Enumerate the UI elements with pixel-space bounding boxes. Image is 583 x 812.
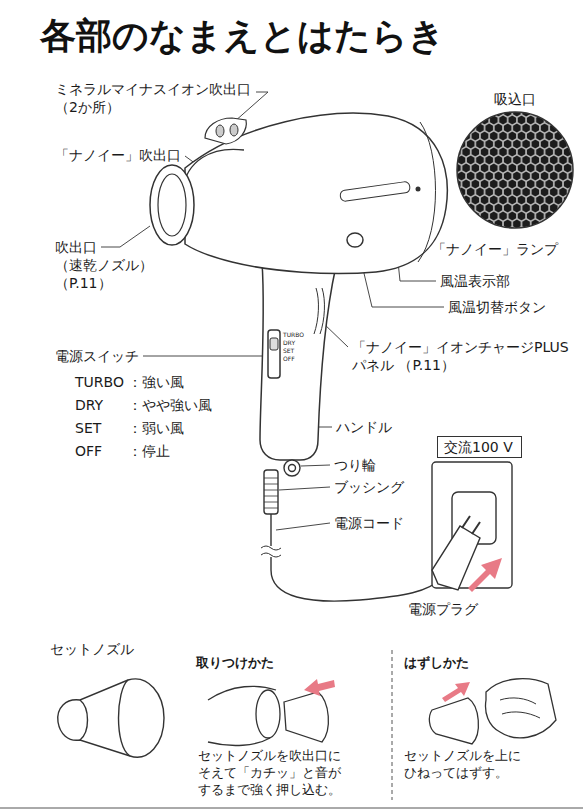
ring-bushing-cord (261, 460, 442, 601)
dryer-head (347, 233, 363, 247)
ring-bushing-cord (284, 460, 300, 476)
switch-description: ：やや強い風 (128, 396, 212, 414)
dryer-head (205, 118, 246, 144)
instruction-text: セットノズルを上に ひねってはずす。 (404, 748, 528, 782)
switch-setting: TURBO (75, 373, 124, 391)
set-nozzle-drawing (58, 679, 164, 757)
part-label: 電源コード (334, 514, 404, 532)
section-divider (392, 650, 393, 800)
ring-bushing-cord (271, 557, 442, 601)
remove-drawing (442, 682, 470, 702)
part-label: 電源プラグ (408, 600, 478, 618)
leader-lines (101, 226, 150, 247)
dryer-handle (260, 262, 336, 460)
dryer-head (185, 113, 447, 273)
set-nozzle-drawing (119, 680, 131, 756)
part-label: 風温表示部 (440, 272, 510, 290)
switch-description: ：強い風 (128, 373, 184, 391)
remove-drawing (429, 679, 556, 744)
remove-drawing (429, 698, 478, 744)
wall-outlet (432, 526, 480, 590)
part-label: ブッシング (334, 478, 404, 496)
dryer-handle (270, 338, 278, 350)
part-label: 「ナノイー」イオンチャージPLUS パネル （P.11） (352, 338, 576, 374)
switch-marking: DRY (283, 339, 295, 346)
dryer-head (230, 124, 238, 136)
dryer-handle (260, 262, 336, 460)
ring-bushing-cord (261, 553, 281, 557)
intake-grille (457, 112, 573, 228)
switch-setting: SET (75, 419, 101, 437)
dryer-head (150, 165, 194, 245)
part-label: 「ナノイー」ランプ (432, 240, 558, 258)
switch-description: ：停止 (128, 442, 170, 460)
dryer-head (216, 125, 224, 137)
dryer-handle (314, 288, 318, 334)
switch-setting: OFF (75, 442, 102, 460)
switch-marking: SET (283, 347, 294, 354)
section-heading: 取りつけかた (196, 655, 274, 672)
switch-setting: DRY (75, 396, 103, 414)
dryer-head (150, 113, 447, 273)
part-label: 電源スイッチ (55, 347, 139, 365)
part-label: 吸込口 (494, 90, 536, 108)
ring-bushing-cord (289, 465, 296, 472)
box-text: 交流100 V (444, 438, 515, 456)
page-title: 各部のなまえとはたらき (40, 14, 445, 57)
switch-description: ：弱い風 (128, 419, 184, 437)
dryer-head (340, 181, 411, 202)
leader-lines (279, 487, 330, 490)
insert-arrow (468, 558, 502, 592)
switch-marking: TURBO (283, 331, 304, 338)
part-label: 「ナノイー」吹出口 (55, 146, 181, 164)
leader-lines (276, 523, 330, 530)
section-heading: はずしかた (404, 655, 469, 672)
remove-drawing (500, 698, 540, 718)
dryer-handle (268, 330, 280, 378)
part-label: セットノズル (50, 640, 134, 658)
set-nozzle-drawing (80, 700, 88, 740)
voltage-box: 交流100 V (437, 436, 522, 458)
section-divider (0, 808, 583, 809)
dryer-head (158, 174, 186, 236)
ring-bushing-cord (261, 546, 281, 550)
insert-arrow (468, 558, 502, 592)
wall-outlet (432, 462, 512, 590)
ring-bushing-cord (264, 478, 278, 508)
leader-lines (301, 465, 330, 466)
switch-marking: OFF (283, 355, 295, 362)
wall-outlet (462, 516, 480, 534)
part-label: ハンドル (336, 418, 392, 436)
instruction-text: セットノズルを吹出口に そえて「カチッ」と音が するまで強く押し込む。 (198, 748, 348, 799)
part-label: 風温切替ボタン (448, 298, 546, 316)
leader-lines (143, 356, 267, 357)
attach-drawing (304, 679, 335, 696)
part-label: ミネラルマイナスイオン吹出口 （2か所） (55, 80, 258, 116)
part-label: つり輪 (334, 456, 376, 474)
set-nozzle-drawing (58, 679, 164, 757)
attach-drawing (256, 690, 280, 738)
remove-drawing (486, 679, 556, 738)
attach-drawing (208, 679, 335, 745)
attach-drawing (284, 692, 328, 742)
part-label: 吹出口 （速乾ノズル） （P.11） (55, 238, 160, 293)
attach-drawing (208, 738, 270, 745)
intake-grille (457, 112, 573, 228)
ring-bushing-cord (270, 514, 271, 546)
section-divider (0, 650, 583, 808)
dryer-head (416, 187, 421, 192)
ring-bushing-cord (264, 470, 278, 514)
dryer-handle (320, 288, 324, 334)
